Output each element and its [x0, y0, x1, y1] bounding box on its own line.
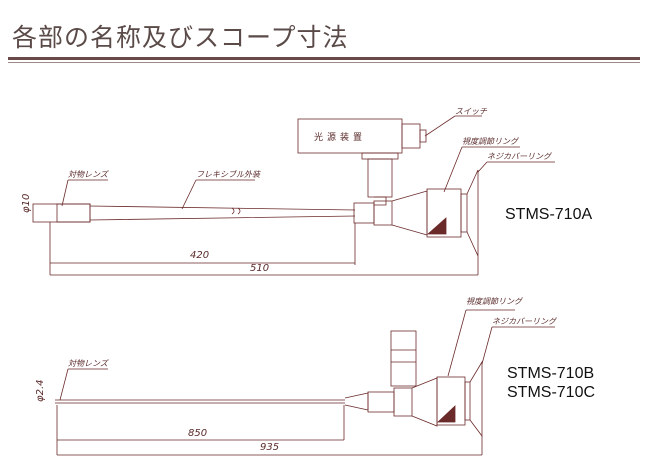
scope-a-drawing	[32, 118, 479, 257]
label-objective-lens-a: 対物レンズ	[68, 170, 110, 179]
model-stms-710a: STMS-710A	[505, 206, 592, 223]
label-switch: スイッチ	[455, 107, 488, 116]
model-stms-710c: STMS-710C	[507, 384, 595, 401]
diameter-a: φ10	[21, 194, 32, 213]
eyepiece	[466, 169, 479, 257]
label-diopter-ring-a: 視度調節リング	[462, 137, 520, 146]
label-screw-cover-ring-a: ネジカバーリング	[487, 152, 553, 161]
switch	[419, 129, 427, 143]
label-flexible-sheath: フレキシブル外装	[196, 170, 261, 179]
label-light-source: 光源装置	[314, 131, 366, 143]
model-stms-710b: STMS-710B	[507, 365, 594, 382]
light-post	[390, 330, 417, 387]
dim-935: 935	[260, 442, 279, 453]
objective-lens-tip	[32, 203, 91, 223]
dim-420: 420	[190, 250, 209, 261]
title-rule	[8, 57, 640, 60]
label-screw-cover-ring-bc: ネジカバーリング	[492, 317, 558, 326]
label-diopter-ring-bc: 視度調節リング	[466, 297, 524, 306]
diameter-bc: φ2.4	[35, 380, 46, 403]
title-rule-thin	[8, 62, 640, 63]
dim-850: 850	[188, 428, 207, 439]
scope-bc-drawing	[55, 330, 483, 438]
label-objective-lens-bc: 対物レンズ	[68, 359, 110, 368]
page-title: 各部の名称及びスコープ寸法	[12, 23, 349, 52]
dim-510: 510	[250, 263, 269, 274]
